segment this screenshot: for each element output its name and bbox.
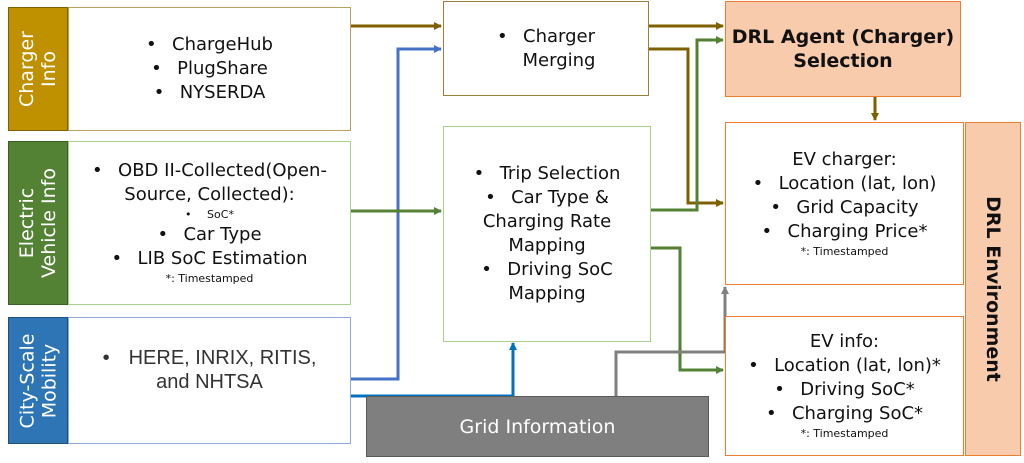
ev-charger-footnote: *: Timestamped: [800, 244, 889, 258]
ev-state-item: Driving SoC*: [774, 378, 914, 402]
ev-source-soc: SoC*: [185, 207, 234, 223]
charger-merging-line1: Charger: [497, 25, 595, 49]
charger-source-item: NYSERDA: [154, 81, 266, 105]
ev-state-item: Location (lat, lon)*: [748, 354, 941, 378]
ev-source-footnote: *: Timestamped: [165, 272, 254, 285]
drl-environment-bar: DRL Environment: [965, 122, 1021, 456]
ev-info-box: OBD II-Collected(Open- Source, Collected…: [68, 141, 351, 305]
arrow-processing-to-agent: [650, 36, 724, 212]
drl-agent-line1: DRL Agent (Charger): [731, 26, 955, 48]
ev-state-item: Charging SoC*: [766, 402, 923, 426]
grid-information-box: Grid Information: [366, 396, 709, 457]
arrow-mobility-to-merging: [350, 45, 442, 381]
arrow-mobility-to-processing: [350, 342, 517, 398]
charger-merging-box: Charger Merging: [443, 1, 649, 96]
ev-state-title: EV info:: [809, 331, 880, 352]
drl-environment-label: DRL Environment: [982, 196, 1004, 382]
ev-charger-title: EV charger:: [792, 148, 897, 170]
car-type-item-cont: Charging Rate: [482, 211, 612, 232]
driving-soc-item: Driving SoC: [481, 258, 612, 282]
charger-merging-line2: Merging: [522, 49, 596, 71]
arrow-merging-to-ev-charger: [648, 47, 724, 207]
ev-charger-state-box: EV charger: Location (lat, lon) Grid Cap…: [725, 122, 964, 285]
charger-source-item: ChargeHub: [146, 33, 273, 57]
car-type-item-cont: Mapping: [508, 235, 586, 256]
ev-source-car-type: Car Type: [157, 223, 261, 247]
mobility-source-line2: and NHTSA: [156, 370, 263, 393]
ev-state-box: EV info: Location (lat, lon)* Driving So…: [725, 316, 964, 456]
charger-info-box: ChargeHub PlugShare NYSERDA: [68, 7, 351, 131]
arrow-processing-to-ev-state: [650, 246, 724, 374]
ev-source-lib: LIB SoC Estimation: [112, 247, 308, 271]
drl-agent-line2: Selection: [793, 50, 893, 72]
charger-source-item: PlugShare: [151, 57, 268, 81]
ev-source-obd-cont: Source, Collected):: [124, 184, 295, 205]
ev-source-obd: OBD II-Collected(Open-: [92, 159, 327, 183]
mobility-box: HERE, INRIX, RITIS, and NHTSA: [68, 317, 351, 444]
driving-soc-item-cont: Mapping: [508, 283, 586, 304]
ev-charger-item: Location (lat, lon): [753, 172, 937, 196]
ev-state-footnote: *: Timestamped: [800, 427, 889, 440]
trip-selection-item: Trip Selection: [474, 162, 621, 186]
drl-agent-box: DRL Agent (Charger) Selection: [725, 1, 961, 97]
ev-charger-item: Charging Price*: [762, 220, 928, 244]
mobility-source-line1: HERE, INRIX, RITIS,: [103, 346, 317, 370]
car-type-item: Car Type &: [485, 186, 609, 210]
ev-charger-item: Grid Capacity: [770, 196, 918, 220]
ev-processing-box: Trip Selection Car Type & Charging Rate …: [443, 126, 651, 342]
grid-information-label: Grid Information: [459, 415, 616, 438]
